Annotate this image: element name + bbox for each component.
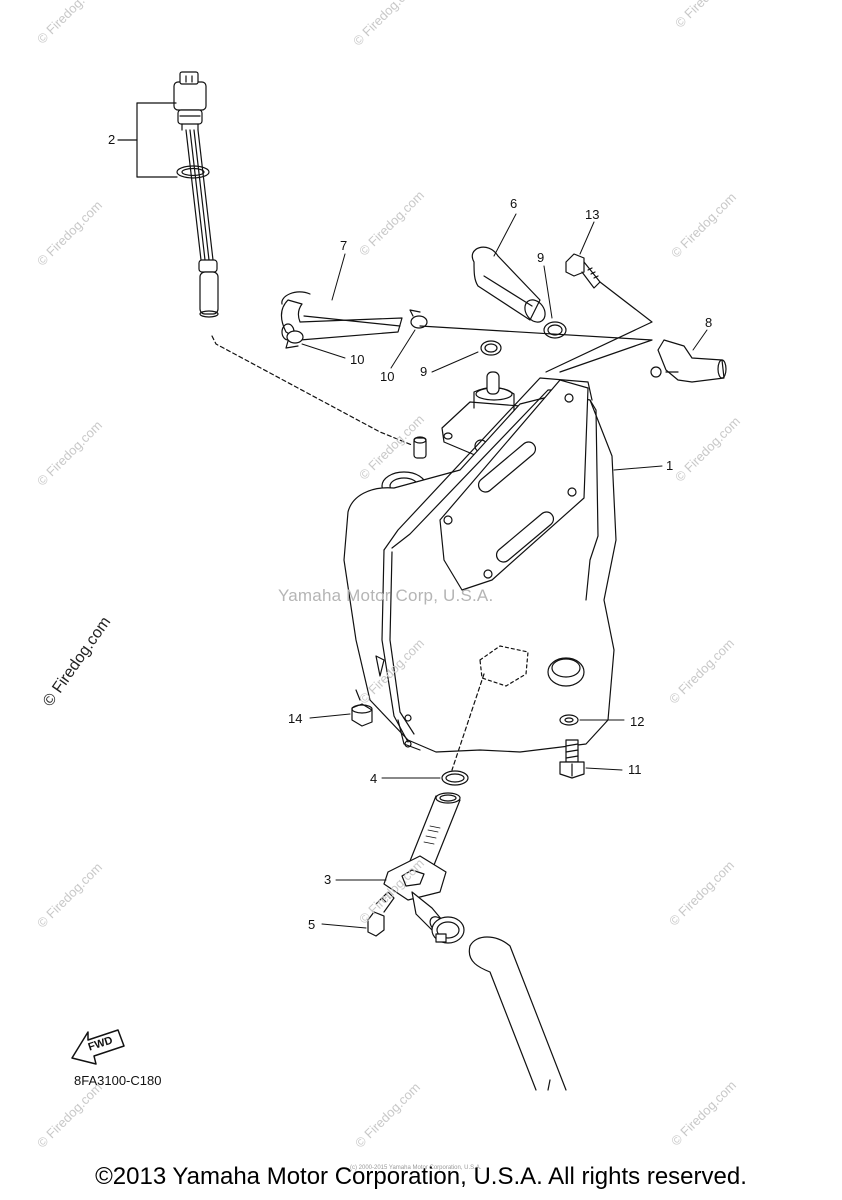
callout-11: 11: [628, 762, 642, 777]
strainer-3: [383, 792, 461, 932]
center-watermark: Yamaha Motor Corp, U.S.A.: [278, 586, 494, 605]
washer-12: [559, 714, 579, 726]
callout-3: 3: [324, 872, 332, 887]
clamp-9-lower: [480, 340, 502, 356]
sensor-dashed-line: [211, 335, 413, 446]
callout-9-upper: 9: [537, 250, 545, 265]
outlet-hose-clamp: [431, 916, 465, 944]
fine-print: (c) 2000-2015 Yamaha Motor Corporation, …: [350, 1165, 482, 1171]
callout-13: 13: [585, 207, 600, 222]
o-ring-4: [441, 770, 469, 786]
oil-tank: [343, 377, 617, 753]
breather-nipple: [413, 436, 427, 459]
clamp-10-left: [285, 330, 304, 349]
hose-6: [471, 246, 546, 323]
callout-4: 4: [370, 771, 378, 786]
clamp-10-right: [409, 309, 428, 329]
callout-14: 14: [288, 711, 303, 726]
copyright-footer: ©2013 Yamaha Motor Corporation, U.S.A. A…: [95, 1163, 747, 1190]
outlet-hose: [468, 936, 567, 1091]
callout-1: 1: [666, 458, 674, 473]
clamp-9-upper: [543, 321, 567, 339]
grommet-14: [351, 703, 373, 727]
bolt-13-leader: [545, 281, 653, 373]
bolt-5: [367, 891, 395, 937]
oil-level-sensor: [173, 71, 219, 318]
callout-10-left: 10: [350, 352, 365, 367]
callout-5: 5: [308, 917, 316, 932]
leader-lines: [301, 213, 708, 929]
strainer-dashed-line: [451, 673, 485, 771]
elbow-fitting-8: [650, 339, 727, 383]
callout-12: 12: [630, 714, 645, 729]
callout-7: 7: [340, 238, 348, 253]
callout-6: 6: [510, 196, 518, 211]
bolt-13: [565, 253, 601, 289]
fwd-arrow: [71, 1029, 125, 1065]
hose-8-leader: [419, 325, 653, 373]
callout-2: 2: [108, 132, 116, 147]
callout-8: 8: [705, 315, 713, 330]
drain-bolt-11: [559, 739, 585, 779]
diagram-code: 8FA3100-C180: [74, 1073, 162, 1088]
callout-bracket-2: [117, 102, 178, 178]
callout-10-right: 10: [380, 369, 395, 384]
callout-9-lower: 9: [420, 364, 428, 379]
